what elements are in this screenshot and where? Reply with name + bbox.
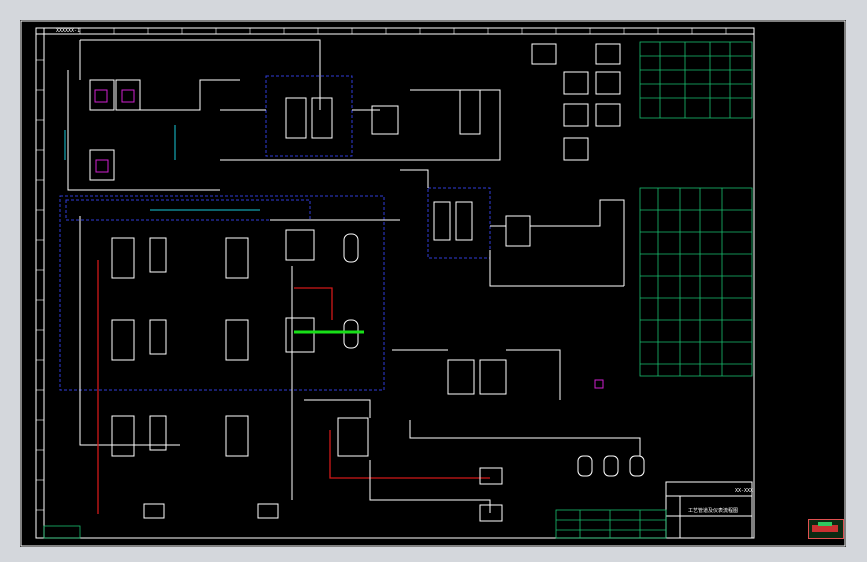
vessel-icon <box>111 415 135 457</box>
vessel-icon <box>459 89 481 135</box>
drawing-number: XXXXXX-1 <box>56 28 81 34</box>
heat-exchanger-unit-top[interactable] <box>220 75 501 161</box>
instrument-bubble-icon <box>121 89 135 103</box>
tank-icon <box>89 79 115 111</box>
zone-boundary <box>265 75 353 157</box>
sheet-border <box>20 20 846 547</box>
sheet-title: XX-XXX <box>735 488 754 494</box>
tank-icon <box>257 503 279 519</box>
storage-tank-group-top[interactable] <box>64 39 321 191</box>
tank-icon <box>505 215 531 247</box>
zone-header <box>65 199 311 221</box>
tank-icon <box>479 467 503 485</box>
instrument-bubble-icon <box>594 379 604 389</box>
right-process-unit[interactable] <box>392 169 645 477</box>
pump-icon <box>577 455 593 477</box>
reactor-group-lower[interactable] <box>111 399 620 522</box>
logo-mark <box>818 522 832 526</box>
pump-icon <box>149 319 167 355</box>
vessel-icon <box>111 237 135 279</box>
top-grid-ticks <box>79 28 727 34</box>
drawing-canvas[interactable] <box>20 20 846 547</box>
tank-icon <box>343 233 359 263</box>
tank-icon <box>115 79 141 111</box>
left-grid-ticks <box>36 59 44 511</box>
equipment-legend-boxes <box>531 43 621 161</box>
heat-exchanger-icon <box>285 97 307 139</box>
pump-icon <box>629 455 645 477</box>
logo-icon <box>808 519 844 539</box>
title-block <box>43 481 753 539</box>
tank-icon <box>447 359 475 395</box>
tank-icon <box>479 504 503 522</box>
heat-exchanger-icon <box>455 201 473 241</box>
instrument-bubble-icon <box>94 89 108 103</box>
heat-exchanger-icon <box>311 97 333 139</box>
tank-icon <box>143 503 165 519</box>
heat-exchanger-icon <box>337 417 369 457</box>
tank-icon <box>371 105 399 135</box>
drawing-viewport[interactable] <box>20 20 846 547</box>
vessel-icon <box>225 237 249 279</box>
heat-exchanger-icon <box>433 201 451 241</box>
reactor-zone-main[interactable] <box>59 195 490 514</box>
vessel-icon <box>111 319 135 361</box>
tank-icon <box>479 359 507 395</box>
logo-bar <box>812 525 838 532</box>
instrument-table <box>639 187 753 377</box>
project-title: 工艺管道及仪表流程图 <box>688 508 739 514</box>
zone-boundary <box>427 187 491 259</box>
vessel-icon <box>225 319 249 361</box>
heat-exchanger-icon <box>285 317 315 353</box>
pump-icon <box>603 455 619 477</box>
pump-icon <box>149 237 167 273</box>
vessel-icon <box>225 415 249 457</box>
equipment-table-top <box>639 41 753 119</box>
drawing-frame <box>35 27 755 539</box>
tank-icon <box>343 319 359 349</box>
instrument-bubble-icon <box>95 159 109 173</box>
zone-boundary <box>59 195 385 391</box>
heat-exchanger-icon <box>285 229 315 261</box>
tank-icon <box>89 149 115 181</box>
pump-icon <box>149 415 167 451</box>
